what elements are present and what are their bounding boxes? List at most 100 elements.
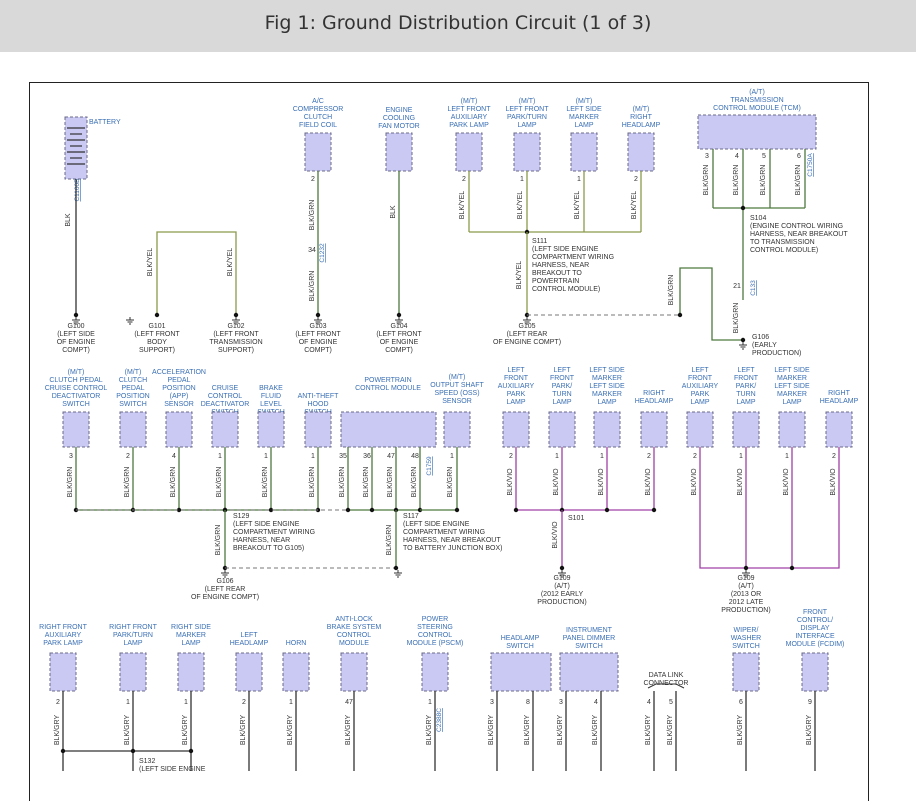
label: 1: [785, 453, 789, 460]
component-label-app: SENSOR: [164, 401, 194, 408]
component-label-ls_marker3: MARKER: [777, 391, 807, 398]
wire-label: BLK/GRY: [667, 715, 674, 746]
component-label-abs: BRAKE SYSTEM: [327, 624, 382, 631]
label: 1: [739, 453, 743, 460]
ground-label-g105: (LEFT REAR: [507, 331, 548, 338]
label: 1: [264, 453, 268, 460]
component-label-fcdim: INTERFACE: [795, 633, 835, 640]
wire-g101-g102: [156, 231, 237, 315]
component-label-lf_aux_park3: LAMP: [690, 399, 709, 406]
component-label-tcm: (A/T): [749, 89, 765, 96]
component-label-lf_aux_park3: FRONT: [688, 375, 713, 382]
component-label-lf_aux_park2: AUXILIARY: [498, 383, 535, 390]
header-bar: Fig 1: Ground Distribution Circuit (1 of…: [0, 0, 916, 52]
component-label-app: (APP): [170, 393, 189, 400]
wire-label: BLK/YEL: [631, 191, 638, 220]
headlamp-sw-box: [490, 652, 552, 692]
label: 3: [69, 453, 73, 460]
hood_switch-box: [304, 411, 332, 448]
wire-label: BLK/VIO: [507, 468, 514, 496]
splice-dot: [369, 507, 375, 513]
component-label-clutch_pos: (M/T): [125, 369, 142, 376]
component-label-l_headlamp: LEFT: [240, 632, 258, 639]
diagram-frame: [29, 82, 869, 801]
wire-label: BLK/GRY: [488, 715, 495, 746]
splice-dot: [130, 748, 136, 754]
component-label-lf_aux_park: AUXILIARY: [451, 114, 488, 121]
component-label-clutch_deact: (M/T): [68, 369, 85, 376]
horn-box: [282, 652, 310, 692]
splice-dot: [740, 337, 746, 343]
wire-label: BLK/GRN: [411, 467, 418, 498]
component-label-lf_aux_park3: LEFT: [691, 367, 709, 374]
label: 6: [739, 699, 743, 706]
component-label-rs_marker: RIGHT SIDE: [171, 624, 211, 631]
wire-label: BLK/YEL: [227, 248, 234, 277]
splice-dot: [188, 748, 194, 754]
wire-label: BLK/VIO: [552, 521, 559, 549]
ground-label-g109a: G109: [553, 575, 570, 582]
label: 21: [733, 283, 741, 290]
wire-label: BLK/GRY: [524, 715, 531, 746]
component-label-abs: ANTI-LOCK: [335, 616, 373, 623]
label: 4: [172, 453, 176, 460]
splice-dot: [789, 565, 795, 571]
component-label-brake_fluid: BRAKE: [259, 385, 283, 392]
ground-label-g104: COMPT): [385, 347, 413, 354]
dimmer-sw-box: [559, 652, 619, 692]
label: 9: [808, 699, 812, 706]
wire-label: BLK/GRY: [426, 715, 433, 746]
component-label-hood_switch: HOOD: [308, 401, 329, 408]
component-label-wiper-sw: WASHER: [731, 635, 761, 642]
lf_park_turn2-box: [548, 411, 576, 448]
wire-label: BLK/GRN: [216, 467, 223, 498]
wire-label: BLK/GRY: [557, 715, 564, 746]
component-label-clutch_deact: SWITCH: [62, 401, 90, 408]
wire-label: C1232: [319, 243, 326, 263]
wire-label: C1750A: [807, 153, 814, 177]
component-label-lf_aux_park: PARK LAMP: [449, 122, 489, 129]
component-label-lf_park_turn3: LAMP: [736, 399, 755, 406]
app-box: [165, 411, 193, 448]
splice-dot: [268, 507, 274, 513]
label: 1: [600, 453, 604, 460]
splice-dot: [677, 312, 683, 318]
ls_marker2-box: [593, 411, 621, 448]
lf_aux_park-box: [455, 132, 483, 172]
component-label-horn: HORN: [286, 640, 307, 647]
component-label-clutch_pos: CLUTCH: [119, 377, 147, 384]
component-label-oss: OUTPUT SHAFT: [430, 382, 484, 389]
component-label-ls_marker3: MARKER: [777, 375, 807, 382]
ground-label-g102: TRANSMISSION: [209, 339, 262, 346]
wire-label: BLK/VIO: [830, 468, 837, 496]
wire-label: BLK/VIO: [598, 468, 605, 496]
clutch_pos-box: [119, 411, 147, 448]
label: 2: [56, 699, 60, 706]
component-label-ac-clutch: A/C: [312, 98, 324, 105]
splice-label-s129: HARNESS, NEAR: [233, 537, 290, 544]
wire-label: BLK/GRN: [309, 467, 316, 498]
component-label-headlamp-sw: SWITCH: [506, 643, 534, 650]
wire-label: BLK/GRN: [215, 525, 222, 556]
wire-label: BLK/YEL: [574, 191, 581, 220]
component-label-ac-clutch: FIELD COIL: [299, 122, 337, 129]
splice-label-s117: (LEFT SIDE ENGINE: [403, 521, 470, 528]
splice-label-s129: BREAKOUT TO G105): [233, 545, 304, 552]
splice-dot: [559, 565, 565, 571]
splice-label-s104: S104: [750, 215, 766, 222]
component-label-lf_park_turn3: PARK/: [736, 383, 757, 390]
wire-label: C2388C: [436, 708, 443, 732]
lf_aux_park3-box: [686, 411, 714, 448]
component-label-cruise_deact: CONTROL: [208, 393, 242, 400]
component-label-lf_aux_park2: LAMP: [506, 399, 525, 406]
component-label-r_headlamp2: RIGHT: [643, 390, 666, 397]
component-label-rf_aux_park: PARK LAMP: [43, 640, 83, 647]
label: 8: [526, 699, 530, 706]
ground-label-g100: G100: [67, 323, 84, 330]
component-label-ls_marker2: MARKER: [592, 375, 622, 382]
ac-clutch-box: [304, 132, 332, 172]
label: 48: [411, 453, 419, 460]
wire-vio-2: [699, 447, 840, 569]
ground-label-g109a: PRODUCTION): [537, 599, 586, 606]
component-label-brake_fluid: LEVEL: [260, 401, 282, 408]
